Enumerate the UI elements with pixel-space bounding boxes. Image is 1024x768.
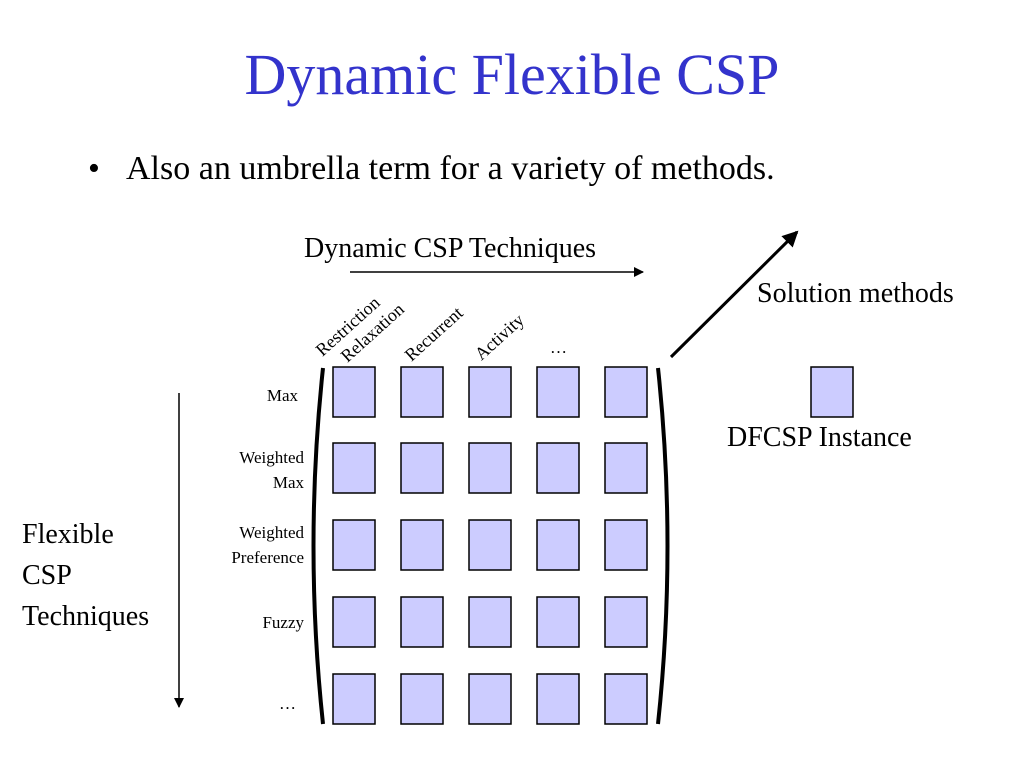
bullet-dot: •	[88, 150, 100, 187]
grid-cell-r5-c2	[400, 673, 444, 725]
slide-title: Dynamic Flexible CSP	[244, 42, 780, 107]
grid-cell-r1-c5	[604, 366, 648, 418]
grid-cell-r1-c4	[536, 366, 580, 418]
grid-cell-r4-c5	[604, 596, 648, 648]
grid-cell-r5-c5	[604, 673, 648, 725]
row-label-more: …	[279, 694, 296, 713]
row-label-weighted-preference-1: Weighted	[239, 523, 304, 542]
grid-cell-r5-c1	[332, 673, 376, 725]
grid-cell-r2-c5	[604, 442, 648, 494]
row-label-fuzzy: Fuzzy	[262, 613, 304, 632]
grid-cell-r4-c4	[536, 596, 580, 648]
row-label-weighted-max-1: Weighted	[239, 448, 304, 467]
grid-cell-r5-c4	[536, 673, 580, 725]
grid-cell-r1-c2	[400, 366, 444, 418]
grid-cell-r2-c4	[536, 442, 580, 494]
grid-cell-r2-c2	[400, 442, 444, 494]
right-paren	[656, 367, 670, 725]
grid-cell-r2-c1	[332, 442, 376, 494]
column-label-more: …	[550, 338, 567, 357]
dynamic-csp-header: Dynamic CSP Techniques	[304, 233, 597, 264]
left-paren	[311, 367, 325, 725]
grid-cell-r4-c2	[400, 596, 444, 648]
grid-cell-r4-c1	[332, 596, 376, 648]
grid-cell-r3-c1	[332, 519, 376, 571]
grid-cell-r2-c3	[468, 442, 512, 494]
grid-cell-r1-c1	[332, 366, 376, 418]
bullet-text: Also an umbrella term for a variety of m…	[126, 150, 775, 187]
grid-cell-r3-c3	[468, 519, 512, 571]
flexible-label-line-3: Techniques	[22, 601, 150, 632]
flexible-label-line-2: CSP	[22, 560, 72, 591]
row-label-weighted-max-2: Max	[272, 473, 304, 492]
flexible-label-line-1: Flexible	[22, 519, 114, 550]
grid-cell-r3-c4	[536, 519, 580, 571]
grid-cell-r1-c3	[468, 366, 512, 418]
grid-cell-r4-c3	[468, 596, 512, 648]
grid-cell-r5-c3	[468, 673, 512, 725]
row-label-weighted-preference-2: Preference	[231, 548, 304, 567]
dfcsp-instance-label: DFCSP Instance	[727, 422, 912, 453]
grid-cell-r3-c5	[604, 519, 648, 571]
solution-arrow	[669, 230, 799, 359]
dfcsp-instance-cell	[810, 366, 854, 418]
row-label-max: Max	[266, 386, 298, 405]
grid-cell-r3-c2	[400, 519, 444, 571]
bullet-point: • Also an umbrella term for a variety of …	[88, 147, 775, 191]
solution-methods-label: Solution methods	[757, 278, 954, 309]
